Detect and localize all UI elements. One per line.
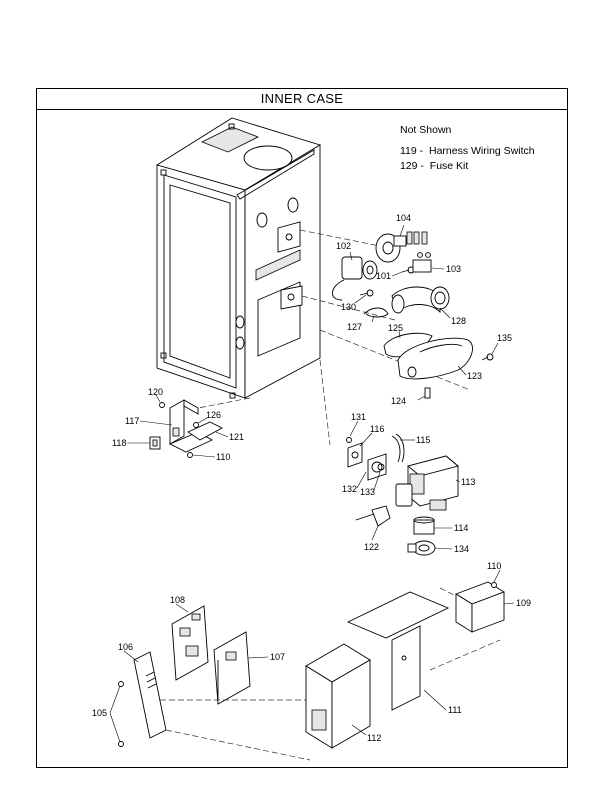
- part-110-screw: [187, 452, 193, 458]
- callout-120: 120: [148, 387, 163, 397]
- callout-128: 128: [451, 316, 466, 326]
- part-125-gasket: [383, 332, 433, 358]
- callout-102: 102: [336, 241, 351, 251]
- callout-101: 101: [376, 271, 391, 281]
- part-133-o-ring: [377, 463, 385, 471]
- part-101-screw: [401, 266, 415, 274]
- callout-122: 122: [364, 542, 379, 552]
- callout-130: 130: [341, 302, 356, 312]
- part-108-control-board: [171, 605, 209, 681]
- part-114-fitting: [413, 516, 435, 535]
- callout-124: 124: [391, 396, 406, 406]
- part-110-screw-right: [491, 582, 497, 588]
- leader-lines: [109, 224, 515, 743]
- part-120-screw: [159, 402, 165, 408]
- part-109-transformer: [454, 581, 506, 633]
- diagram-frame: INNER CASE Not Shown 119 - Harness Wirin…: [36, 88, 568, 768]
- callout-123: 123: [467, 371, 482, 381]
- part-105-screw-top: [118, 681, 124, 687]
- part-113-gas-valve: [395, 455, 459, 511]
- callout-134: 134: [454, 544, 469, 554]
- part-118-switch: [149, 436, 161, 450]
- part-134-fitting: [407, 540, 436, 556]
- callout-117: 117: [125, 416, 139, 426]
- callout-121: 121: [229, 432, 244, 442]
- not-shown-item-name: Fuse Kit: [429, 160, 469, 172]
- callout-116: 116: [370, 424, 384, 434]
- part-128-elbow-pipe: [391, 286, 450, 314]
- inner-case-cabinet: [155, 117, 322, 399]
- callout-133: 133: [360, 487, 375, 497]
- part-126-screw: [193, 422, 199, 428]
- callout-114: 114: [454, 523, 468, 533]
- callout-108: 108: [170, 595, 185, 605]
- not-shown-header: Not Shown: [400, 124, 452, 136]
- part-106-cover-panel: [133, 651, 167, 739]
- callout-126: 126: [206, 410, 221, 420]
- callout-109: 109: [516, 598, 531, 608]
- callout-110-right: 110: [487, 561, 501, 571]
- not-shown-item-number: 119 -: [400, 145, 424, 157]
- callout-135: 135: [497, 333, 512, 343]
- callout-118: 118: [112, 438, 126, 448]
- not-shown-item: 119 - Harness Wiring Switch: [400, 144, 535, 159]
- part-132-flange: [367, 453, 387, 481]
- part-104-connector-block: [375, 231, 428, 263]
- callout-labels: 104 102 103 101 130 127 128 125 135 123 …: [92, 213, 531, 743]
- callout-105: 105: [92, 708, 107, 718]
- callout-110-left: 110: [216, 452, 230, 462]
- callout-107: 107: [270, 652, 285, 662]
- callout-125: 125: [388, 323, 403, 333]
- not-shown-list: Not Shown 119 - Harness Wiring Switch 12…: [400, 123, 535, 174]
- part-102-pressure-switch: [332, 256, 378, 301]
- callout-106: 106: [118, 642, 133, 652]
- part-122-knob: [355, 505, 391, 527]
- part-112-junction-box: [305, 643, 371, 749]
- part-105-screw-bottom: [118, 741, 124, 747]
- not-shown-item: 129 - Fuse Kit: [400, 159, 535, 174]
- part-123-burner-cover: [397, 337, 473, 380]
- part-103-terminal-set: [412, 252, 432, 273]
- callout-111: 111: [448, 705, 462, 715]
- callout-132: 132: [342, 484, 357, 494]
- part-116-gasket: [347, 442, 363, 468]
- callout-127: 127: [347, 322, 362, 332]
- callout-131: 131: [351, 412, 366, 422]
- part-107-circuit-board: [213, 631, 251, 705]
- callout-112: 112: [367, 733, 381, 743]
- part-135-screw: [481, 353, 494, 361]
- part-124-screw: [424, 387, 431, 399]
- callout-113: 113: [461, 477, 475, 487]
- part-130-screw: [359, 289, 374, 297]
- part-111-mounting-plate: [346, 591, 450, 711]
- callout-104: 104: [396, 213, 411, 223]
- not-shown-item-name: Harness Wiring Switch: [429, 145, 535, 157]
- not-shown-item-number: 129 -: [400, 160, 424, 172]
- callout-115: 115: [416, 435, 430, 445]
- part-121-plate: [187, 421, 223, 441]
- callout-103: 103: [446, 264, 461, 274]
- part-115-tube: [391, 433, 405, 463]
- part-131-screw: [346, 437, 352, 443]
- diagram-title: INNER CASE: [37, 89, 567, 110]
- part-127-hose: [363, 307, 389, 318]
